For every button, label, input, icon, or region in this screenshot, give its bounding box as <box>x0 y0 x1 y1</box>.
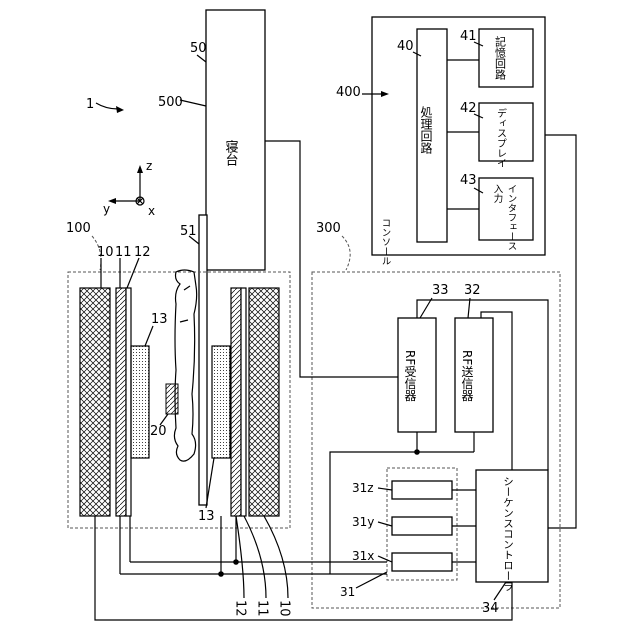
display-label: ディスプレイ <box>495 107 507 168</box>
axis-x-label: x <box>148 204 155 218</box>
memory-label: 記憶回路 <box>494 35 507 81</box>
axes-symbol: z y x <box>103 159 155 218</box>
magnet-ref-10: 10 <box>97 245 114 260</box>
axis-z-label: z <box>146 159 152 173</box>
display-ref-42: 42 <box>460 101 477 116</box>
rf-transmitter-label: RF送信器 <box>460 350 474 402</box>
input-ref-43: 43 <box>460 173 477 188</box>
gradient-31z <box>392 481 452 499</box>
control-300: 300 RF受信器 33 RF送信器 32 31z 31y 31x 31 シーケ… <box>312 221 560 616</box>
svg-text:1: 1 <box>86 97 94 112</box>
processing-label: 処理回路 <box>419 106 433 155</box>
gantry-ref-100: 100 <box>66 221 91 236</box>
subject-20 <box>174 270 196 461</box>
gradient-coil-11-right <box>231 288 241 516</box>
input-label-line2: インタフェース <box>506 184 518 251</box>
couch-top-51 <box>199 215 207 505</box>
display-42 <box>479 103 533 161</box>
control-ref-300: 300 <box>316 221 341 236</box>
gradient-ref-31x: 31x <box>352 549 374 563</box>
gradient-31y <box>392 517 452 535</box>
svg-text:12: 12 <box>233 600 248 617</box>
sequence-controller-ref-34: 34 <box>482 601 499 616</box>
rf-transmitter-ref-32: 32 <box>464 283 481 298</box>
gradient-ref-11: 11 <box>115 245 132 260</box>
subject-ref-20: 20 <box>150 424 167 439</box>
processing-ref-40: 40 <box>397 39 414 54</box>
magnet-10-right <box>249 288 279 516</box>
system-ref: 1 <box>86 97 124 113</box>
rf-coil-12-left <box>126 288 131 516</box>
couch-top-ref-51: 51 <box>180 224 197 239</box>
magnet-10-left <box>80 288 110 516</box>
receive-coil-ref-13: 13 <box>151 312 168 327</box>
rfcoil-ref-12: 12 <box>134 245 151 260</box>
axis-y-label: y <box>103 202 110 216</box>
sequence-controller-label: シーケンスコントローラ <box>502 476 514 592</box>
gradient-ref-31: 31 <box>340 585 355 599</box>
subject-marker <box>166 384 178 414</box>
gradient-ref-31y: 31y <box>352 515 374 529</box>
receive-coil-ref-13b: 13 <box>198 509 215 524</box>
gradient-31x <box>392 553 452 571</box>
receive-coil-13-right <box>212 346 230 458</box>
bed-ref-50: 50 <box>190 41 207 56</box>
svg-text:11: 11 <box>255 600 270 617</box>
couch-ref-500: 500 <box>158 95 183 110</box>
input-label-line1: 入力 <box>492 184 504 204</box>
memory-ref-41: 41 <box>460 29 477 44</box>
console-ref-400: 400 <box>336 85 361 100</box>
gradient-coil-11-left <box>116 288 126 516</box>
console-400: コンソール 400 処理回路 40 記憶回路 41 ディスプレイ 42 入力 イ… <box>336 17 545 266</box>
rf-receiver-ref-33: 33 <box>432 283 449 298</box>
bottom-refs: 12 11 10 <box>233 516 292 617</box>
gradient-ref-31z: 31z <box>352 481 374 495</box>
svg-text:10: 10 <box>277 600 292 617</box>
console-title: コンソール <box>380 218 392 266</box>
receive-coil-13-left <box>131 346 149 458</box>
bed-label: 寝台 <box>223 139 239 166</box>
rf-receiver-label: RF受信器 <box>403 350 417 402</box>
rf-coil-12-right <box>241 288 246 516</box>
